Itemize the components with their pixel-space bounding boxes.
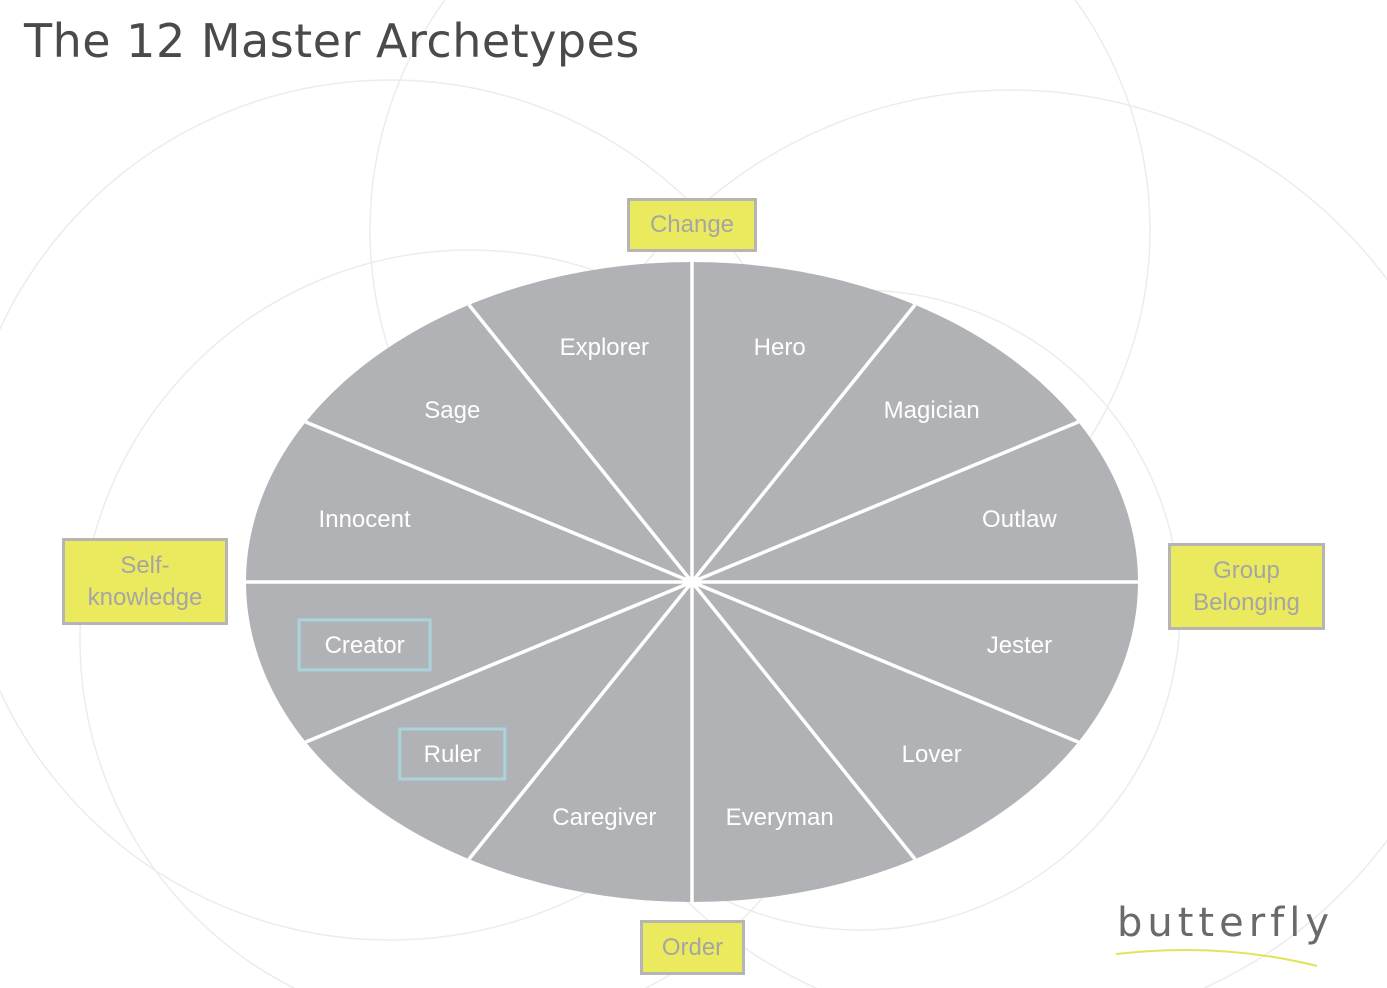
segment-label: Sage bbox=[424, 397, 480, 424]
highlight-box bbox=[297, 618, 432, 672]
segment-hero: Hero bbox=[754, 334, 806, 361]
segment-magician: Magician bbox=[884, 397, 980, 424]
wheel-divider bbox=[305, 580, 693, 744]
segment-label: Lover bbox=[902, 741, 962, 768]
axis-text-change: Change bbox=[649, 211, 735, 238]
wheel-divider bbox=[691, 580, 1079, 744]
page-title: The 12 Master Archetypes bbox=[24, 14, 640, 68]
segment-label: Hero bbox=[754, 334, 806, 361]
axis-text-self-knowledge: Self- knowledge bbox=[87, 551, 203, 611]
segment-label: Outlaw bbox=[982, 506, 1057, 533]
wheel-divider bbox=[690, 303, 917, 584]
segment-label: Explorer bbox=[560, 334, 649, 361]
segment-creator: Creator bbox=[297, 618, 432, 672]
wheel-divider bbox=[305, 420, 693, 584]
axis-label-change: Change bbox=[627, 198, 757, 252]
segment-innocent: Innocent bbox=[319, 506, 411, 533]
wheel-divider bbox=[691, 420, 1079, 584]
segment-label: Jester bbox=[987, 632, 1052, 659]
segment-outlaw: Outlaw bbox=[982, 506, 1057, 533]
wheel-divider bbox=[467, 303, 694, 584]
segment-jester: Jester bbox=[987, 632, 1052, 659]
segment-ruler: Ruler bbox=[398, 727, 507, 781]
axis-label-self-knowledge: Self- knowledge bbox=[62, 538, 228, 625]
segment-caregiver: Caregiver bbox=[552, 804, 656, 831]
segment-everyman: Everyman bbox=[726, 804, 834, 831]
highlight-box bbox=[398, 727, 507, 781]
axis-label-order: Order bbox=[640, 920, 745, 975]
axis-text-order: Order bbox=[661, 933, 724, 961]
logo-swoosh-icon bbox=[1115, 949, 1318, 967]
segment-label: Ruler bbox=[424, 741, 481, 768]
axis-text-group-belonging: Group Belonging bbox=[1193, 556, 1300, 616]
segment-lover: Lover bbox=[902, 741, 962, 768]
wheel-divider bbox=[690, 580, 917, 861]
wheel-divider bbox=[467, 580, 694, 861]
axis-label-group-belonging: Group Belonging bbox=[1168, 543, 1325, 630]
segment-label: Creator bbox=[325, 632, 405, 659]
segment-explorer: Explorer bbox=[560, 334, 649, 361]
segment-label: Caregiver bbox=[552, 804, 656, 831]
segment-label: Magician bbox=[884, 397, 980, 424]
butterfly-logo: butterfly bbox=[1117, 900, 1335, 946]
segment-label: Everyman bbox=[726, 804, 834, 831]
segment-label: Innocent bbox=[319, 506, 411, 533]
segment-sage: Sage bbox=[424, 397, 480, 424]
